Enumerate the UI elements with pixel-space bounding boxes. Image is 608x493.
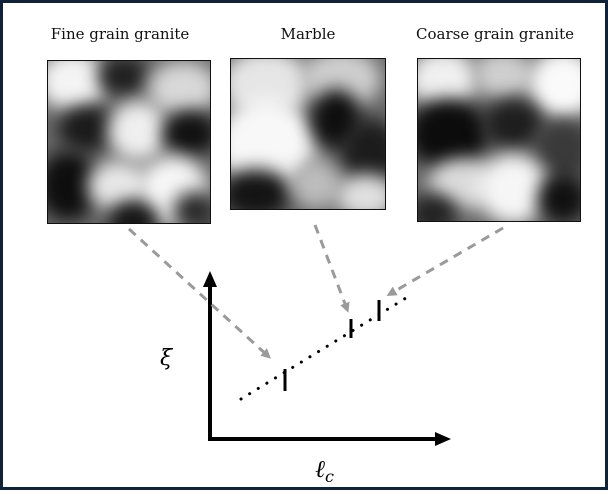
y-axis-label: ξ bbox=[160, 346, 174, 371]
x-axis-label: ℓc bbox=[315, 455, 334, 486]
arrow-marble-to-tick bbox=[313, 224, 350, 313]
caption-coarse-grain-granite: Coarse grain granite bbox=[416, 25, 574, 43]
x-axis-subscript: c bbox=[325, 467, 334, 486]
x-axis-symbol: ℓ bbox=[315, 455, 325, 483]
caption-fine-grain-granite: Fine grain granite bbox=[50, 25, 190, 43]
caption-marble: Marble bbox=[280, 25, 336, 43]
dotted-trend-line bbox=[239, 296, 408, 401]
arrow-fine-to-tick bbox=[127, 227, 271, 359]
coarse-grain-granite-image bbox=[417, 58, 581, 222]
diagram-svg: ξ ℓc bbox=[127, 224, 504, 486]
marble-image bbox=[230, 58, 386, 210]
arrow-coarse-to-tick bbox=[386, 226, 504, 297]
fine-grain-granite-image bbox=[47, 60, 211, 224]
